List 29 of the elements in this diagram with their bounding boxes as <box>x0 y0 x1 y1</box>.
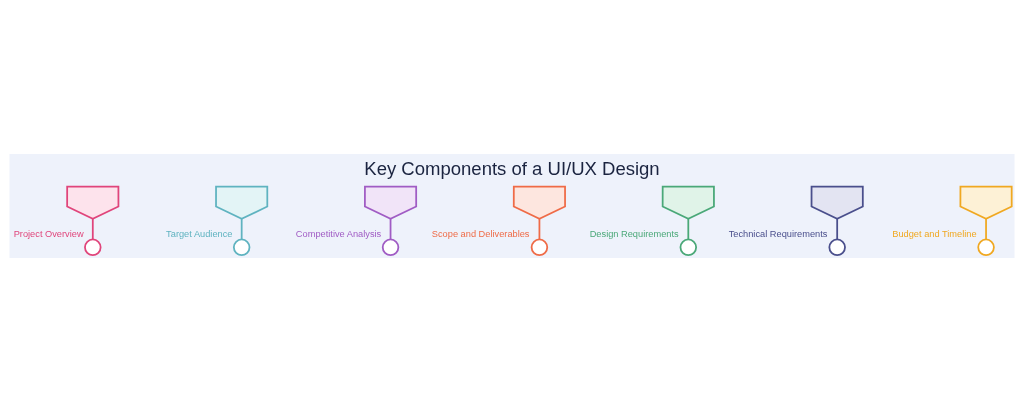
connector <box>91 218 94 241</box>
diagram-title: Key Components of a UI/UX Design <box>364 157 660 179</box>
node-label: Design Requirements <box>589 228 679 239</box>
node-circle <box>828 238 846 257</box>
node-box <box>66 185 120 220</box>
node-circle <box>232 238 251 257</box>
connector <box>836 218 839 241</box>
connector <box>985 218 987 241</box>
node-label: Competitive Analysis <box>295 228 382 239</box>
node-box <box>661 185 715 220</box>
node-label: Project Overview <box>13 228 84 239</box>
node-label: Scope and Deliverables <box>431 228 530 239</box>
node-circle <box>530 238 549 257</box>
node-label: Budget and Timeline <box>892 228 977 239</box>
node-circle <box>381 238 400 257</box>
connector <box>240 218 243 241</box>
node-box <box>215 185 269 220</box>
node-box <box>959 185 1013 220</box>
node-circle <box>977 238 995 257</box>
connector <box>538 218 541 241</box>
node-label: Technical Requirements <box>728 228 828 239</box>
node-box <box>512 185 566 220</box>
node-box <box>810 185 864 220</box>
connector <box>687 218 690 241</box>
node-label: Target Audience <box>166 228 233 239</box>
node-box <box>364 185 418 220</box>
node-circle <box>84 238 102 257</box>
node-circle <box>679 238 698 257</box>
connector <box>389 218 392 241</box>
